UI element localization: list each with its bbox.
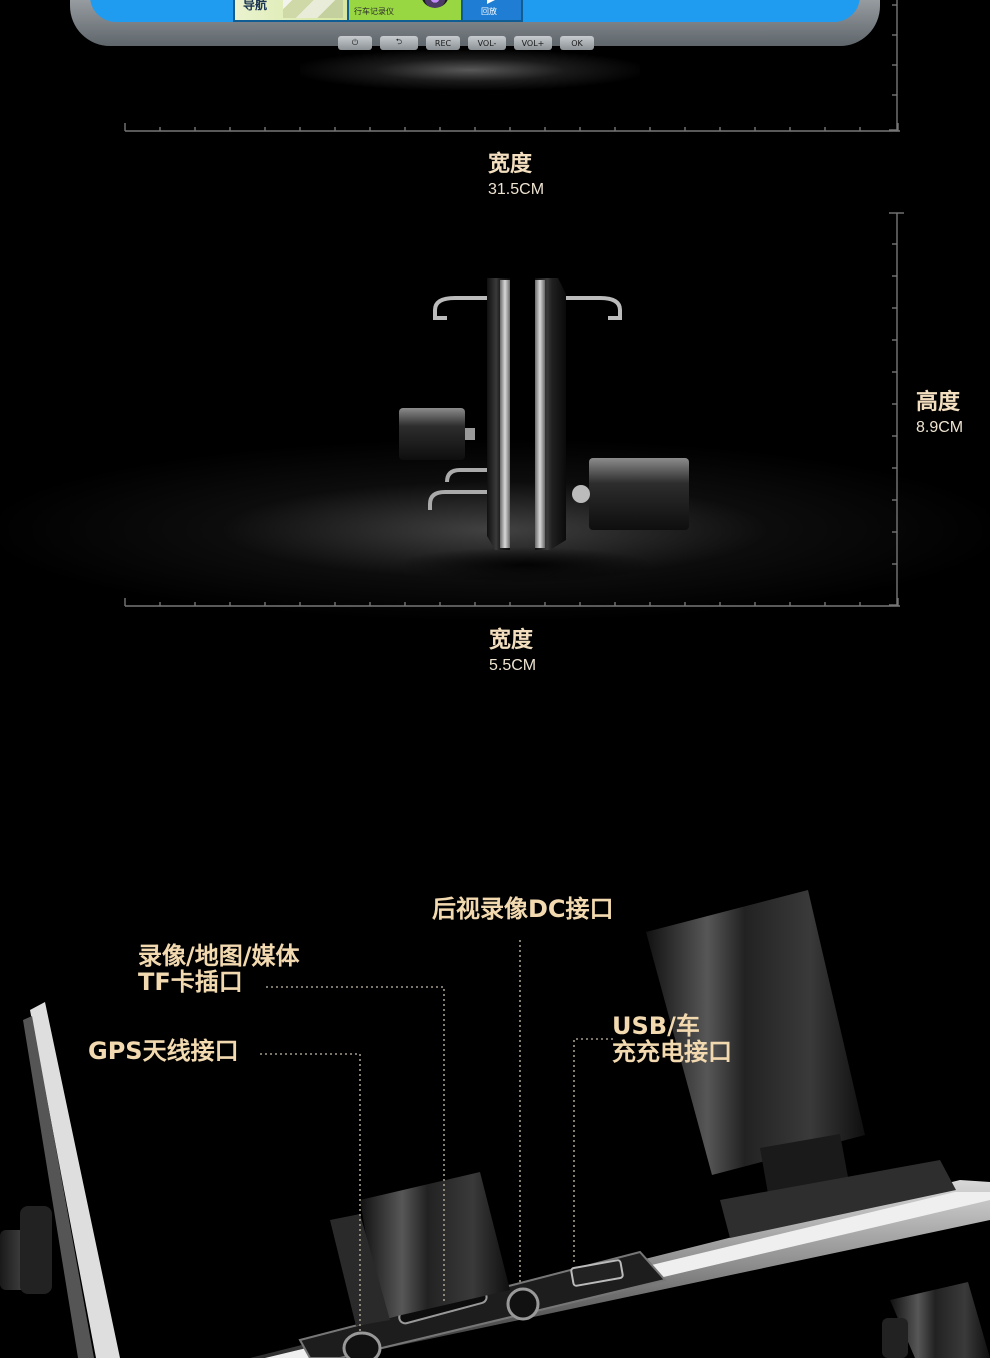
play-icon xyxy=(487,0,497,4)
tile-recorder-label: 行车记录仪 xyxy=(354,7,394,16)
ruler-height-side xyxy=(889,212,904,606)
callout-tf-line1: 录像/地图/媒体 xyxy=(138,942,300,970)
width-top-value: 31.5CM xyxy=(488,181,545,198)
power-button[interactable]: ⏻ xyxy=(338,36,372,50)
ruler-width-top xyxy=(124,123,900,132)
callout-tf-line2: TF卡插口 xyxy=(138,968,243,996)
height-label: 高度 8.9CM xyxy=(916,392,963,436)
height-title: 高度 xyxy=(916,390,961,415)
camera-icon xyxy=(421,0,449,8)
back-button[interactable]: ⮌ xyxy=(380,36,418,50)
callout-usb-line1: USB/车 xyxy=(612,1012,700,1040)
height-value: 8.9CM xyxy=(916,419,964,436)
side-view-device xyxy=(395,278,689,583)
width-top-title: 宽度 xyxy=(488,152,533,177)
width-top-label: 宽度 31.5CM xyxy=(488,154,544,198)
tile-recorder: 行车记录仪 xyxy=(347,0,463,22)
hardware-button-row: ⏻ ⮌ REC VOL- VOL+ OK xyxy=(338,36,594,50)
tile-navigation: 导航 xyxy=(233,0,349,22)
rec-button[interactable]: REC xyxy=(426,36,460,50)
tile-nav-label: 导航 xyxy=(243,0,268,12)
ruler-height-top xyxy=(889,0,898,131)
width-side-title: 宽度 xyxy=(489,628,534,653)
tile-playback-label: 回放 xyxy=(481,7,497,16)
device-reflection xyxy=(300,50,640,90)
vol-minus-button[interactable]: VOL- xyxy=(468,36,506,50)
callout-usb-line2: 充充电接口 xyxy=(612,1038,732,1066)
width-side-value: 5.5CM xyxy=(489,657,537,674)
width-side-label: 宽度 5.5CM xyxy=(489,630,536,674)
callout-rear-dc: 后视录像DC接口 xyxy=(432,895,614,923)
ok-button[interactable]: OK xyxy=(560,36,594,50)
tile-playback: 回放 xyxy=(461,0,523,22)
callout-lines xyxy=(260,940,613,1333)
ruler-width-side xyxy=(124,598,900,607)
bottom-device-illustration xyxy=(0,890,990,1358)
callout-gps: GPS天线接口 xyxy=(88,1037,239,1065)
vol-plus-button[interactable]: VOL+ xyxy=(514,36,552,50)
map-thumbnail xyxy=(283,0,343,18)
